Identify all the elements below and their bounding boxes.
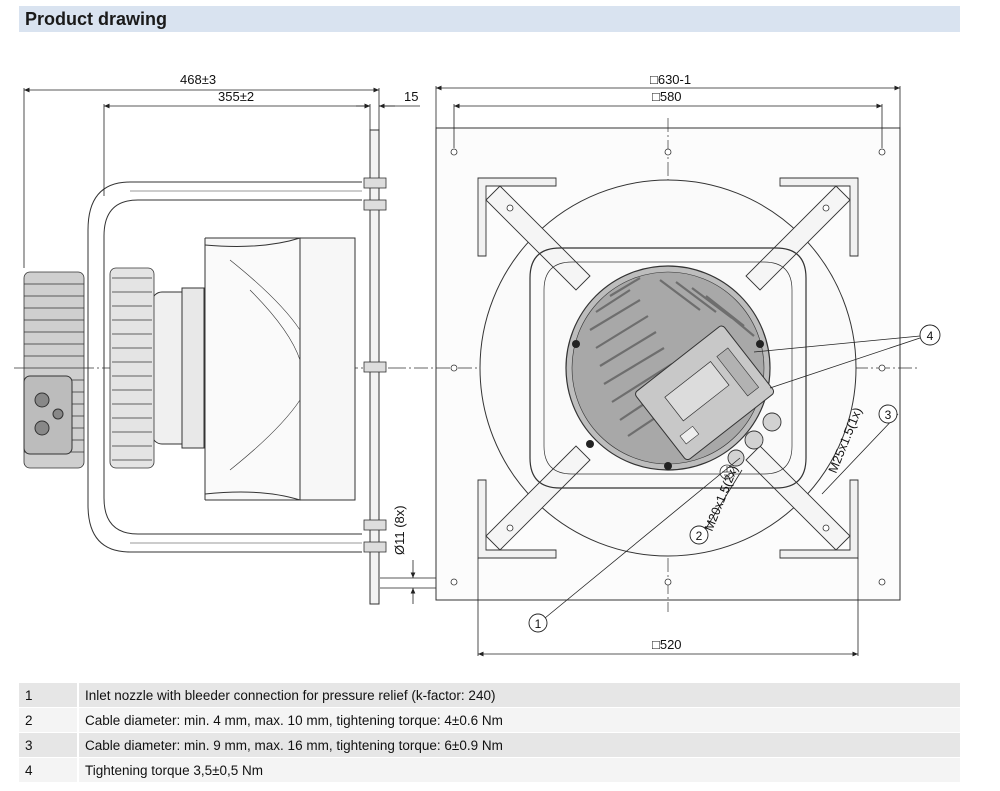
legend-text: Cable diameter: min. 4 mm, max. 10 mm, t… bbox=[78, 707, 960, 733]
section-title: Product drawing bbox=[25, 9, 168, 29]
dim-flange: 15 bbox=[404, 89, 418, 104]
dim-front-holes: □580 bbox=[652, 89, 682, 104]
callout-3: 3 bbox=[878, 404, 898, 424]
legend-text: Cable diameter: min. 9 mm, max. 16 mm, t… bbox=[78, 732, 960, 758]
legend-text: Tightening torque 3,5±0,5 Nm bbox=[78, 757, 960, 783]
callout-1: 1 bbox=[528, 613, 548, 633]
front-dimensions bbox=[435, 85, 921, 657]
legend-row: 2 Cable diameter: min. 4 mm, max. 10 mm,… bbox=[19, 707, 960, 733]
legend-number: 2 bbox=[19, 707, 79, 733]
callout-2: 2 bbox=[689, 525, 709, 545]
legend-number: 1 bbox=[19, 682, 79, 708]
legend-row: 3 Cable diameter: min. 9 mm, max. 16 mm,… bbox=[19, 732, 960, 758]
legend-row: 4 Tightening torque 3,5±0,5 Nm bbox=[19, 757, 960, 783]
legend-table: 1 Inlet nozzle with bleeder connection f… bbox=[19, 682, 960, 783]
callout-4: 4 bbox=[919, 324, 941, 346]
dim-front-bottom: □520 bbox=[652, 637, 682, 652]
legend-number: 3 bbox=[19, 732, 79, 758]
front-view bbox=[392, 118, 918, 612]
product-drawing: 468±3 355±2 15 Ø11 (8x) bbox=[14, 72, 941, 657]
legend-row: 1 Inlet nozzle with bleeder connection f… bbox=[19, 682, 960, 708]
dim-hole-dia: Ø11 (8x) bbox=[392, 505, 407, 555]
svg-text:2: 2 bbox=[696, 529, 703, 543]
svg-text:3: 3 bbox=[885, 408, 892, 422]
side-view bbox=[14, 129, 392, 605]
legend-text: Inlet nozzle with bleeder connection for… bbox=[78, 682, 960, 708]
svg-text:4: 4 bbox=[927, 329, 934, 343]
section-header: Product drawing bbox=[19, 6, 960, 32]
svg-text:1: 1 bbox=[535, 617, 542, 631]
dim-front-outer: □630-1 bbox=[650, 72, 691, 87]
dim-side-inner: 355±2 bbox=[218, 89, 254, 104]
legend-number: 4 bbox=[19, 757, 79, 783]
dim-side-overall: 468±3 bbox=[180, 72, 216, 87]
